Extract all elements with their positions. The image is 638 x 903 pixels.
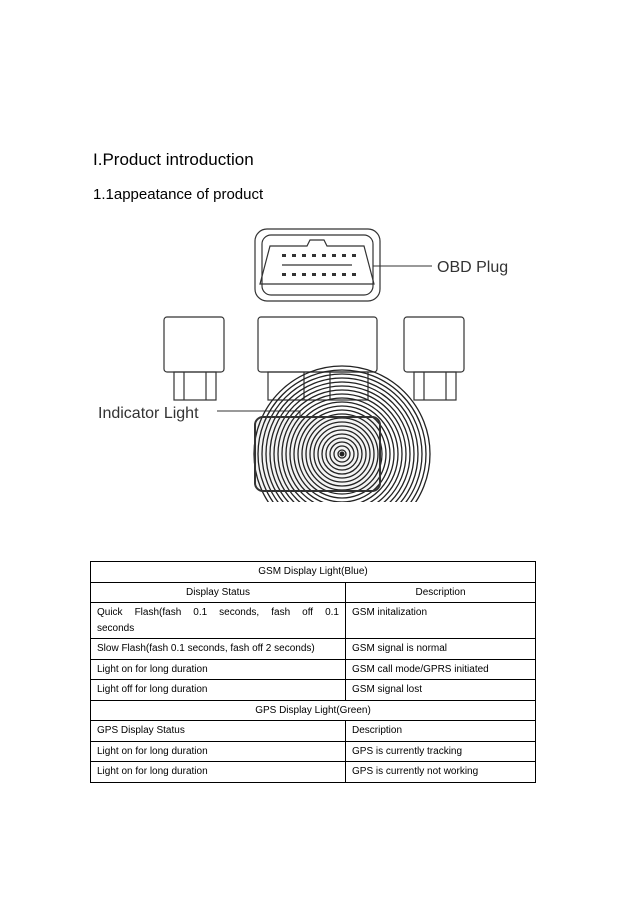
table-row: GPS Display Light(Green) [90,699,536,721]
column-header: Description [345,581,536,603]
description-cell: GSM signal lost [345,679,536,701]
side-views [163,316,465,401]
indicator-light-label: Indicator Light [98,405,199,422]
table-row: Light off for long duration GSM signal l… [90,679,536,701]
description-cell: GPS is currently tracking [345,740,536,762]
status-cell: Light on for long duration [90,761,346,783]
section-heading: I.Product introduction [93,150,254,169]
status-cell: Light on for long duration [90,740,346,762]
description-cell: GSM signal is normal [345,638,536,660]
table-row: Light on for long duration GPS is curren… [90,740,536,762]
status-cell: Light on for long duration [90,658,346,680]
description-cell: GSM call mode/GPRS initiated [345,658,536,680]
status-line: Quick Flash(fash 0.1 seconds, fash off 0… [97,607,339,618]
description-cell: GPS is currently not working [345,761,536,783]
product-figure: OBD Plug Indicator Light [92,222,542,502]
column-header: GPS Display Status [90,720,346,742]
column-header: Display Status [90,581,346,603]
status-cell: Light off for long duration [90,679,346,701]
description-cell: GSM initalization [345,602,536,639]
status-cell: Quick Flash(fash 0.1 seconds, fash off 0… [90,602,346,639]
table-row: Quick Flash(fash 0.1 seconds, fash off 0… [90,602,536,639]
subsection-heading: 1.1appeatance of product [93,186,264,203]
gps-title: GPS Display Light(Green) [90,699,536,721]
obd-plug-drawing [254,228,381,302]
table-row: Light on for long duration GSM call mode… [90,658,536,680]
product-drawing: OBD Plug Indicator Light [98,228,508,502]
status-line: seconds [97,622,135,634]
table-row: GPS Display Status Description [90,720,536,742]
obd-plug-label: OBD Plug [437,259,508,276]
status-cell: Slow Flash(fash 0.1 seconds, fash off 2 … [90,638,346,660]
gsm-title: GSM Display Light(Blue) [90,561,536,583]
table-row: Slow Flash(fash 0.1 seconds, fash off 2 … [90,638,536,660]
obd-pins [282,254,356,276]
indicator-light-panel [253,365,431,502]
column-header: Description [345,720,536,742]
table-row: Display Status Description [90,581,536,603]
table-row: Light on for long duration GPS is curren… [90,761,536,783]
table-row: GSM Display Light(Blue) [90,561,536,583]
status-light-table: GSM Display Light(Blue) Display Status D… [90,561,536,783]
